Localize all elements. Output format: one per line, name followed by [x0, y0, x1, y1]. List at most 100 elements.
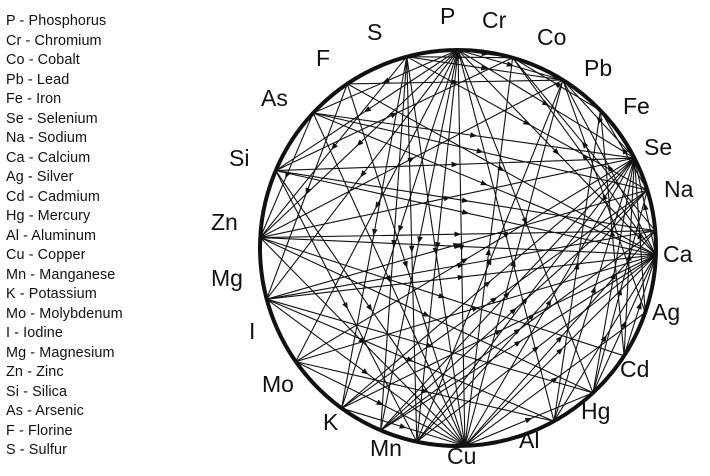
legend-item: Ca - Calcium: [6, 149, 91, 166]
connection-al-ca: [553, 254, 657, 422]
element-label-se: Se: [644, 134, 672, 160]
connection-al-fe: [553, 157, 635, 422]
connection-mn-fe: [416, 157, 635, 443]
connection-mg-al: [266, 298, 555, 422]
connection-k-se: [380, 189, 648, 431]
connection-cd-ca: [623, 254, 657, 356]
connection-s-mn: [406, 56, 418, 442]
element-label-ag: Ag: [652, 299, 680, 325]
element-label-al: Al: [519, 427, 539, 453]
element-label-mo: Mo: [262, 371, 294, 397]
connection-mg-na: [266, 230, 656, 300]
element-label-i: I: [249, 318, 255, 344]
legend-item: I - Iodine: [6, 325, 63, 341]
connection-f-co: [347, 79, 563, 85]
connection-p-mg: [266, 49, 459, 300]
connection-p-si: [275, 49, 459, 172]
element-label-mn: Mn: [370, 435, 402, 461]
connection-p-i: [295, 49, 459, 362]
connection-as-se: [313, 112, 648, 191]
connection-p-as: [312, 49, 459, 114]
element-label-cd: Cd: [620, 356, 649, 382]
connection-si-cr: [275, 57, 513, 172]
connection-mn-co: [416, 79, 564, 442]
connection-p-zn: [259, 49, 459, 238]
legend-item: K - Potassium: [6, 286, 97, 302]
element-label-cu: Cu: [447, 443, 476, 469]
connection-k-fe: [380, 157, 635, 431]
connection-cu-ca: [464, 254, 657, 447]
connection-p-mo: [341, 49, 459, 409]
element-label-na: Na: [664, 176, 694, 202]
connection-cu-fe: [464, 157, 635, 447]
connection-f-cu: [346, 83, 466, 447]
legend-item: Zn - Zinc: [6, 364, 64, 380]
legend-item: P - Phosphorus: [6, 13, 107, 29]
connection-ag-co: [562, 79, 646, 313]
connection-p-co: [457, 49, 564, 81]
legend-item: Mn - Manganese: [6, 266, 116, 283]
connection-na-cr: [512, 57, 656, 232]
connection-cu-ag: [464, 312, 646, 447]
connection-i-fe: [295, 157, 635, 363]
connection-cu-cr: [464, 57, 514, 446]
legend-item: Na - Sodium: [6, 130, 88, 146]
connection-ca-co: [562, 79, 657, 256]
legend-item: Mg - Magnesium: [6, 344, 115, 361]
connection-s-cr: [406, 54, 513, 60]
connection-ag-fe: [633, 158, 646, 313]
legend-item: F - Florine: [6, 422, 73, 439]
element-label-si: Si: [229, 145, 249, 171]
legend-item: Cd - Cadmium: [6, 188, 100, 205]
connection-mn-se: [416, 189, 648, 443]
element-label-pb: Pb: [584, 55, 612, 81]
connection-mg-hg: [266, 298, 594, 394]
legend-item: Cr - Chromium: [6, 32, 102, 49]
legend-item: Pb - Lead: [6, 71, 70, 88]
element-label-ca: Ca: [663, 241, 693, 267]
connection-s-se: [406, 56, 648, 191]
connection-se-pb: [599, 110, 648, 191]
element-label-fe: Fe: [623, 93, 650, 119]
connection-as-fe: [313, 112, 635, 159]
element-label-p: P: [440, 3, 455, 29]
connection-mn-ca: [416, 254, 657, 443]
connection-f-mg: [266, 83, 348, 300]
element-label-zn: Zn: [211, 209, 238, 235]
element-label-as: As: [261, 85, 288, 111]
connection-hg-se: [592, 189, 648, 393]
connection-ca-cr: [512, 57, 657, 256]
connection-pb-cr: [512, 57, 601, 111]
legend-item: S - Sulfur: [6, 442, 67, 458]
element-label-hg: Hg: [581, 398, 610, 424]
connection-mo-ca: [341, 254, 657, 409]
connection-zn-fe: [260, 157, 635, 239]
legend-item: Fe - Iron: [6, 91, 62, 107]
connection-si-fe: [275, 157, 635, 172]
connection-cu-na: [464, 230, 656, 447]
connection-k-ca: [380, 254, 657, 431]
connection-cu-co: [464, 79, 564, 447]
connection-p-k: [380, 49, 459, 431]
element-label-k: K: [323, 409, 339, 435]
connection-si-na: [275, 170, 656, 232]
element-label-cr: Cr: [482, 7, 507, 33]
connection-hg-ca: [592, 254, 657, 394]
element-label-s: S: [367, 19, 382, 45]
connection-i-ca: [295, 254, 657, 363]
connection-as-zn: [259, 112, 314, 238]
connection-mo-fe: [341, 157, 635, 409]
legend-item: Mo - Molybdenum: [6, 305, 123, 322]
connection-fe-co: [562, 79, 635, 159]
element-label-co: Co: [537, 24, 566, 50]
connection-k-na: [380, 230, 656, 431]
connection-si-cu: [275, 170, 466, 447]
connection-s-co: [406, 56, 563, 81]
connection-lines: [259, 49, 657, 447]
connection-mg-ca: [266, 254, 656, 300]
connection-mo-cu: [341, 407, 466, 447]
legend-item: Ag - Silver: [6, 169, 74, 185]
